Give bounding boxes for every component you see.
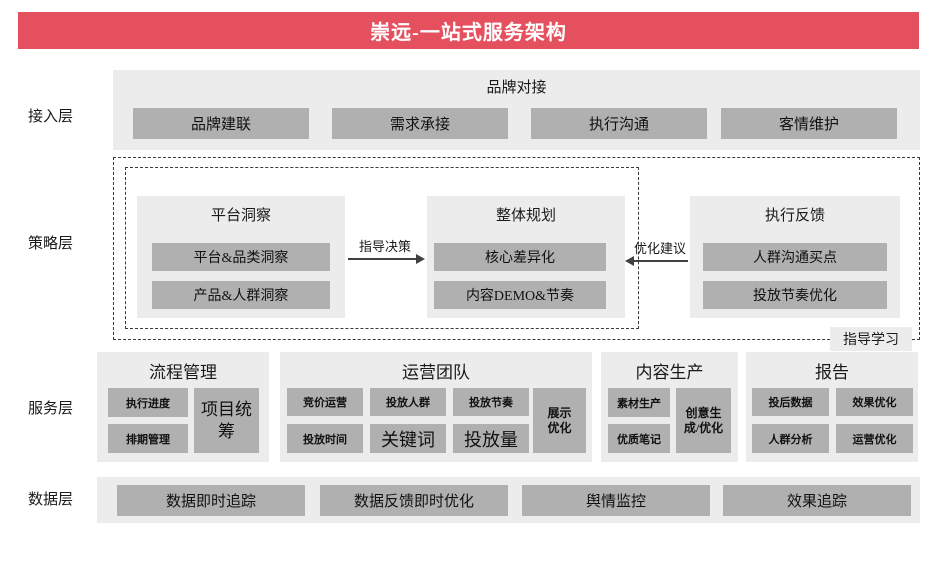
access-box: 客情维护 bbox=[721, 108, 897, 139]
service-box-tall: 项目统筹 bbox=[194, 388, 259, 453]
page-title: 崇远-一站式服务架构 bbox=[370, 22, 567, 44]
arrow-label-guide-decision: 指导决策 bbox=[358, 239, 411, 254]
service-box: 优质笔记 bbox=[608, 424, 670, 453]
strategy-box: 核心差异化 bbox=[434, 243, 606, 271]
strategy-group-title: 平台洞察 bbox=[210, 208, 271, 224]
guide-learning-tag: 指导学习 bbox=[830, 327, 912, 351]
strategy-box: 内容DEMO&节奏 bbox=[434, 281, 606, 309]
service-box: 素材生产 bbox=[608, 388, 670, 417]
data-box: 数据反馈即时优化 bbox=[320, 485, 508, 516]
layer-label-data: 数据层 bbox=[28, 492, 74, 508]
service-box: 投放节奏 bbox=[453, 388, 529, 416]
service-box: 投放量 bbox=[453, 424, 529, 453]
service-box: 执行进度 bbox=[108, 388, 188, 417]
service-box: 投放人群 bbox=[370, 388, 446, 416]
strategy-box: 产品&人群洞察 bbox=[152, 281, 330, 309]
data-box: 数据即时追踪 bbox=[117, 485, 305, 516]
service-box: 排期管理 bbox=[108, 424, 188, 453]
arrow-line-right bbox=[348, 258, 416, 260]
access-box: 品牌建联 bbox=[133, 108, 309, 139]
access-box: 执行沟通 bbox=[531, 108, 707, 139]
strategy-box: 平台&品类洞察 bbox=[152, 243, 330, 271]
service-box: 投后数据 bbox=[752, 388, 829, 416]
access-group-title: 品牌对接 bbox=[486, 80, 547, 96]
data-box: 效果追踪 bbox=[723, 485, 911, 516]
service-group-title: 内容生产 bbox=[635, 363, 704, 382]
title-banner: 崇远-一站式服务架构 bbox=[18, 12, 919, 49]
arrow-label-optimize-suggestion: 优化建议 bbox=[633, 241, 686, 256]
strategy-group-title: 执行反馈 bbox=[764, 208, 825, 224]
access-box: 需求承接 bbox=[332, 108, 508, 139]
service-box: 人群分析 bbox=[752, 424, 829, 453]
layer-label-strategy: 策略层 bbox=[28, 236, 74, 252]
strategy-group-title: 整体规划 bbox=[495, 208, 556, 224]
strategy-box: 投放节奏优化 bbox=[703, 281, 887, 309]
service-box-tall: 展示优化 bbox=[533, 388, 586, 453]
service-box-tall: 创意生成/优化 bbox=[676, 388, 731, 453]
arrow-head-left-icon bbox=[625, 256, 634, 266]
service-group-title: 流程管理 bbox=[149, 363, 217, 382]
service-group-title: 报告 bbox=[815, 363, 849, 382]
service-box: 竞价运营 bbox=[287, 388, 363, 416]
layer-label-access: 接入层 bbox=[28, 109, 74, 125]
arrow-line-left bbox=[634, 260, 688, 262]
service-box: 关键词 bbox=[370, 424, 446, 453]
data-box: 舆情监控 bbox=[522, 485, 710, 516]
strategy-inner-frame bbox=[125, 167, 639, 329]
strategy-box: 人群沟通买点 bbox=[703, 243, 887, 271]
service-group-title: 运营团队 bbox=[402, 363, 470, 382]
service-box: 运营优化 bbox=[836, 424, 913, 453]
service-box: 效果优化 bbox=[836, 388, 913, 416]
strategy-outer-frame bbox=[113, 157, 920, 340]
service-box: 投放时间 bbox=[287, 424, 363, 453]
arrow-head-right-icon bbox=[416, 254, 425, 264]
layer-label-service: 服务层 bbox=[28, 401, 74, 417]
